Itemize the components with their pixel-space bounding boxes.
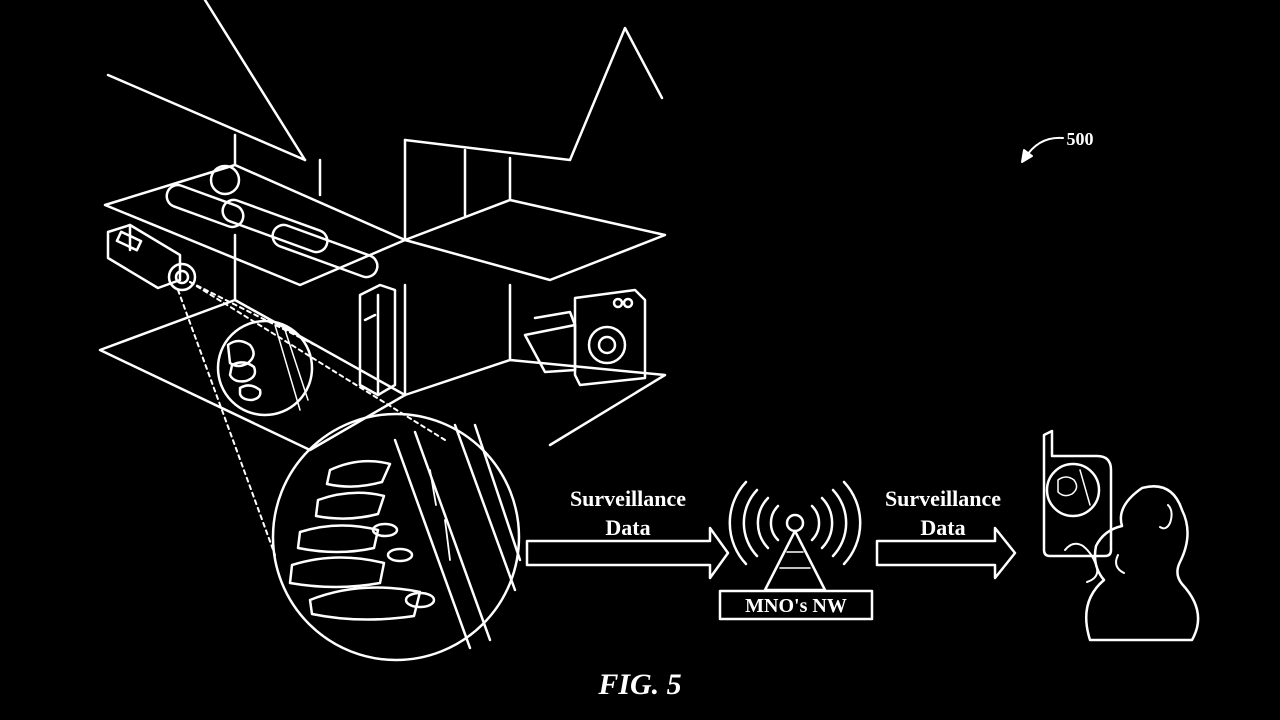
bed-icon bbox=[165, 164, 379, 279]
data-arrow-2 bbox=[875, 526, 1017, 580]
network-label: MNO's NW bbox=[745, 595, 847, 617]
refrigerator-icon bbox=[358, 283, 397, 397]
animal-icon bbox=[296, 524, 380, 554]
roof-right-line bbox=[403, 26, 664, 162]
washing-machine-icon bbox=[523, 288, 647, 387]
zoom-circle-small bbox=[216, 319, 314, 417]
roof-left-line bbox=[106, 73, 307, 162]
upper-floor bbox=[103, 163, 407, 287]
house-cutaway bbox=[98, 0, 667, 556]
zoom-circle-large bbox=[271, 412, 522, 662]
animal-icon bbox=[308, 586, 422, 621]
cell-tower-icon bbox=[718, 480, 874, 621]
data-arrow-1 bbox=[525, 526, 730, 580]
reference-arrow bbox=[1021, 136, 1064, 163]
animal-icon bbox=[314, 491, 386, 520]
animal-icon bbox=[325, 459, 392, 488]
arrow1-label-line1: Surveillance bbox=[570, 486, 686, 511]
figure-caption: FIG. 5 bbox=[597, 668, 681, 701]
animal-icon bbox=[288, 556, 386, 589]
roof-ridge-line bbox=[203, 0, 307, 162]
user-icon bbox=[1064, 485, 1200, 642]
reference-numeral: 500 bbox=[1067, 129, 1094, 149]
arrow1-label-line2: Data bbox=[605, 515, 650, 540]
upper-floor-right bbox=[403, 198, 667, 282]
surveillance-camera-icon bbox=[106, 223, 197, 292]
lower-floor-right bbox=[403, 358, 667, 447]
network-label-box bbox=[718, 589, 874, 621]
arrow2-label-line2: Data bbox=[920, 515, 965, 540]
arrow2-label-line1: Surveillance bbox=[885, 486, 1001, 511]
smartphone-icon bbox=[1042, 429, 1113, 558]
